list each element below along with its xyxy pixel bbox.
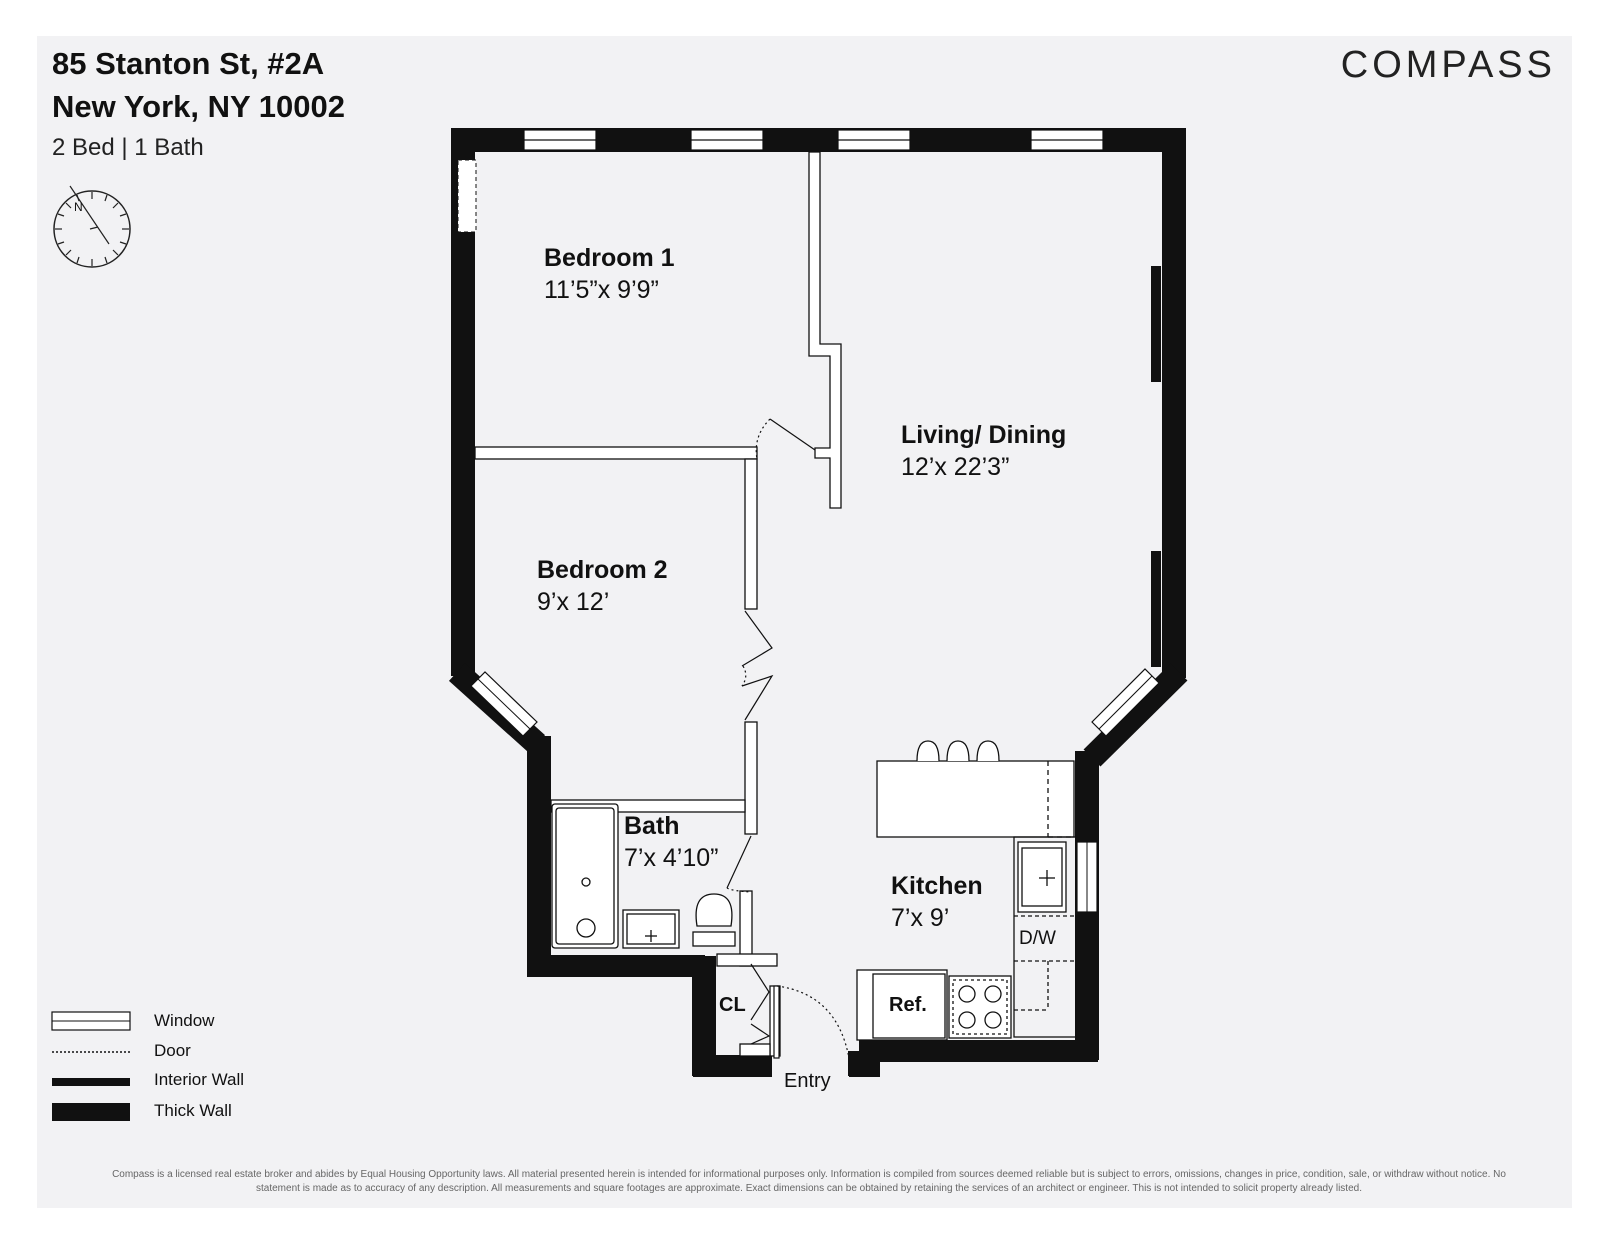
address-line-1: 85 Stanton St, #2A xyxy=(52,46,325,81)
room-name: Bath xyxy=(624,812,680,840)
legend-thick-wall-label: Thick Wall xyxy=(154,1101,232,1120)
exterior-walls xyxy=(448,128,1188,1077)
legend-window-label: Window xyxy=(154,1011,215,1030)
legend-door-label: Door xyxy=(154,1041,191,1060)
room-kitchen: Kitchen 7’x 9’ xyxy=(891,870,983,934)
room-bedroom-2: Bedroom 2 9’x 12’ xyxy=(537,554,668,618)
doors xyxy=(726,418,850,1059)
refrigerator-label: Ref. xyxy=(889,994,927,1016)
legend-interior-wall-icon xyxy=(52,1078,130,1086)
legend-interior-wall-label: Interior Wall xyxy=(154,1070,245,1089)
room-dims: 11’5”x 9’9” xyxy=(544,276,659,304)
kitchen-window xyxy=(1076,841,1098,913)
sw-window xyxy=(470,671,538,737)
room-bath: Bath 7’x 4’10” xyxy=(624,810,719,874)
bath-fixtures xyxy=(551,803,736,949)
legend-thick-wall-icon xyxy=(52,1103,130,1121)
room-name: Living/ Dining xyxy=(901,421,1067,449)
room-dims: 9’x 12’ xyxy=(537,588,610,616)
room-name: Kitchen xyxy=(891,872,983,900)
room-name: Bedroom 1 xyxy=(544,244,675,272)
room-living-dining: Living/ Dining 12’x 22’3” xyxy=(901,419,1066,483)
kitchen-fixtures xyxy=(856,740,1077,1041)
floorplan-drawing: N xyxy=(51,128,1188,1121)
compass-rose-icon: N xyxy=(53,185,131,268)
dishwasher-label: D/W xyxy=(1019,928,1056,949)
room-name: Bedroom 2 xyxy=(537,556,668,584)
legend-symbols xyxy=(51,1011,131,1121)
address-line-2: New York, NY 10002 xyxy=(52,89,345,124)
se-window xyxy=(1091,668,1160,737)
room-dims: 12’x 22’3” xyxy=(901,453,1010,481)
room-dims: 7’x 4’10” xyxy=(624,844,719,872)
closet-label: CL xyxy=(719,994,746,1016)
bed-bath-summary: 2 Bed | 1 Bath xyxy=(52,134,204,161)
legal-disclaimer: Compass is a licensed real estate broker… xyxy=(112,1169,1506,1194)
floorplan-sheet: 85 Stanton St, #2A New York, NY 10002 2 … xyxy=(37,36,1572,1208)
compass-logo: COMPASS xyxy=(1340,44,1556,86)
room-bedroom-1: Bedroom 1 11’5”x 9’9” xyxy=(544,242,675,306)
north-label: N xyxy=(74,200,83,214)
north-windows xyxy=(523,129,1104,151)
entry-label: Entry xyxy=(784,1070,831,1092)
room-dims: 7’x 9’ xyxy=(891,904,950,932)
